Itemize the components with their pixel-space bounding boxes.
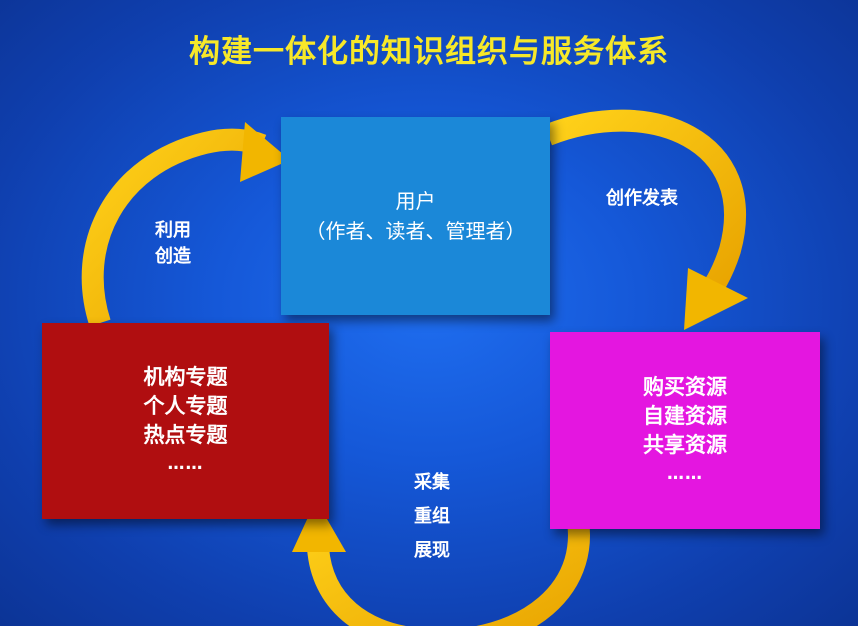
topic-item-institution: 机构专题	[143, 365, 228, 389]
label-reorganize: 重组	[414, 506, 450, 527]
resource-box: 购买资源 自建资源 共享资源 ……	[550, 332, 820, 529]
arrow-right-head	[684, 268, 748, 330]
topic-item-personal: 个人专题	[143, 394, 228, 418]
user-box-roles: （作者、读者、管理者）	[305, 219, 526, 243]
resource-item-purchased: 购买资源	[643, 374, 727, 399]
label-collect-reorganize-display: 采集 重组 展现	[404, 466, 460, 568]
resource-item-shared: 共享资源	[643, 432, 727, 457]
label-create: 创造	[155, 246, 191, 267]
label-display: 展现	[414, 540, 450, 561]
label-use: 利用	[155, 220, 191, 241]
topic-box: 机构专题 个人专题 热点专题 ……	[42, 323, 329, 519]
user-box: 用户 （作者、读者、管理者）	[281, 117, 550, 315]
arrow-bottom-head	[292, 500, 346, 552]
resource-item-more: ……	[667, 463, 703, 484]
label-use-create: 利用 创造	[148, 218, 198, 270]
arrow-right-arc	[543, 109, 746, 304]
label-collect: 采集	[414, 472, 450, 493]
topic-item-hot: 热点专题	[143, 423, 228, 447]
label-publish-text: 创作发表	[606, 188, 678, 209]
arrow-left-head	[240, 122, 290, 182]
diagram-title: 构建一体化的知识组织与服务体系	[189, 34, 669, 70]
user-box-title: 用户	[395, 189, 436, 213]
label-publish: 创作发表	[592, 186, 692, 212]
topic-item-more: ……	[167, 454, 204, 474]
arrow-bottom-arc	[307, 499, 590, 626]
resource-item-self-built: 自建资源	[643, 403, 727, 428]
arrow-left-arc	[81, 128, 267, 327]
